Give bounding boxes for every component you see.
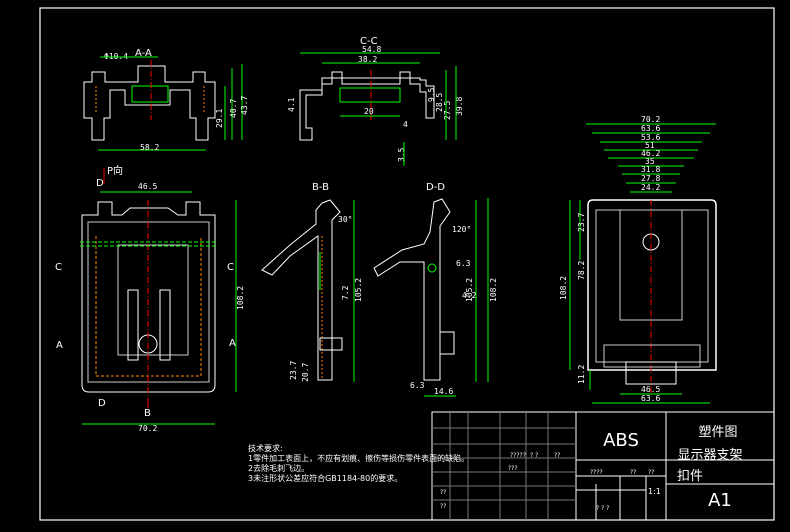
dim-c-c-h3: 28.5 xyxy=(435,93,444,112)
tb-q-2: ?? xyxy=(630,469,636,476)
dim-c-c-h1: 4.1 xyxy=(287,97,296,112)
view-d-d-title: D-D xyxy=(426,182,445,193)
dim-d-d-h2: 108.2 xyxy=(489,278,498,302)
dim-a-a-h2: 40.7 xyxy=(229,99,238,118)
tb-qs: ? ? xyxy=(530,452,538,459)
tb-q5: ????? xyxy=(510,452,526,459)
dim-right-w6: 31.8 xyxy=(641,165,660,174)
dim-c-c-h5: 39.8 xyxy=(455,97,464,116)
dim-c-c-s2: 3.5 xyxy=(397,147,406,162)
dim-right-w3: 51 xyxy=(645,141,655,150)
dim-right-w0: 70.2 xyxy=(641,115,660,124)
dim-right-w1: 63.6 xyxy=(641,124,660,133)
sheet-border xyxy=(39,7,775,521)
dim-front-w-top: 46.5 xyxy=(138,182,157,191)
view-d-d: D-D 120° 105.2 108.2 6.3 4.2 6.3 14.6 xyxy=(373,182,498,397)
title-drawing-type: 塑件图 xyxy=(698,425,737,440)
dim-right-w2: 53.6 xyxy=(641,133,660,142)
dim-b-b-h4: 20.7 xyxy=(301,363,310,382)
view-p-direction: P向 xyxy=(107,164,123,177)
dim-c-c-w3: 20 xyxy=(364,107,374,116)
dim-c-c-w2: 38.2 xyxy=(358,55,377,64)
dim-a-a-w: 58.2 xyxy=(140,143,159,152)
dim-d-d-s2: 4.2 xyxy=(462,291,477,300)
tb-q-spaced3: ? ? ? xyxy=(596,505,609,512)
dim-b-b-h1: 105.2 xyxy=(354,278,363,302)
notes-item-2: 2去除毛刺飞边。 xyxy=(248,464,310,473)
tb-q-5: ?? xyxy=(440,503,446,510)
dim-d-d-s3: 6.3 xyxy=(410,381,425,390)
dim-front-w-bot: 70.2 xyxy=(138,424,157,433)
mark-c-left: C xyxy=(55,262,62,273)
dim-a-a-h3: 43.7 xyxy=(240,96,249,115)
title-part-name-1: 显示器支架 xyxy=(677,448,742,463)
tb-q4: ???? xyxy=(590,469,603,476)
dim-b-b-ang: 30° xyxy=(338,215,352,224)
mark-a-right: A xyxy=(229,338,236,349)
mark-b-bottom: B xyxy=(144,408,151,419)
view-front: P向 D 46.5 C C A A D B 70.2 108.2 xyxy=(55,164,245,433)
dim-right-w4: 46.2 xyxy=(641,149,660,158)
view-c-c-title: C-C xyxy=(360,36,378,47)
view-right: 70.2 63.6 53.6 51 46.2 35 31.8 27.8 24.2… xyxy=(559,115,717,404)
dim-d-d-ang: 120° xyxy=(452,225,471,234)
notes-item-1: 1零件加工表面上，不应有划痕、擦伤等损伤零件表面的缺陷。 xyxy=(248,454,470,463)
tb-q-4: ?? xyxy=(440,489,446,496)
dim-front-h: 108.2 xyxy=(236,286,245,310)
title-sheet-size: A1 xyxy=(708,490,732,511)
title-scale: 1:1 xyxy=(648,487,661,496)
tb-q3: ??? xyxy=(508,465,518,472)
title-block: ABS 塑件图 显示器支架 扣件 A1 1:1 ????? ? ? ?? ???… xyxy=(431,411,775,521)
technical-notes: 技术要求: 1零件加工表面上，不应有划痕、擦伤等损伤零件表面的缺陷。 2去除毛刺… xyxy=(248,444,469,484)
mark-d-bottom: D xyxy=(98,398,106,409)
tb-q-3: ?? xyxy=(648,469,654,476)
dim-right-h2: 78.2 xyxy=(577,261,586,280)
dim-d-d-s4: 14.6 xyxy=(434,387,453,396)
mark-c-right: C xyxy=(227,262,234,273)
dim-b-b-h2: 7.2 xyxy=(341,285,350,300)
dim-c-c-w1: 54.8 xyxy=(362,45,381,54)
dim-right-h3: 108.2 xyxy=(559,276,568,300)
dim-c-c-h4: 27.5 xyxy=(443,101,452,120)
view-b-b: B-B 30° 105.2 7.2 23.7 20.7 xyxy=(261,182,363,382)
dim-d-d-s1: 6.3 xyxy=(456,259,471,268)
dim-b-b-h3: 23.7 xyxy=(289,361,298,380)
mark-d-top: D xyxy=(96,178,104,189)
dim-right-b2: 63.6 xyxy=(641,394,660,403)
dim-c-c-h2: 9.5 xyxy=(427,87,436,102)
dim-c-c-s1: 4 xyxy=(403,120,408,129)
title-part-name-2: 扣件 xyxy=(677,469,703,484)
dim-a-a-h1: 29.1 xyxy=(215,109,224,128)
dim-right-h4: 11.2 xyxy=(577,365,586,384)
dim-right-w8: 24.2 xyxy=(641,183,660,192)
mark-a-left: A xyxy=(56,340,63,351)
dim-d-d-h1: 105.2 xyxy=(465,278,474,302)
dim-right-w7: 27.8 xyxy=(641,174,660,183)
dim-right-w5: 35 xyxy=(645,157,655,166)
view-b-b-title: B-B xyxy=(312,182,329,193)
tb-q: ?? xyxy=(554,452,560,459)
view-a-a-title: A-A xyxy=(135,48,152,59)
view-c-c: C-C 54.8 38.2 20 4.1 9.5 28.5 27.5 39.8 … xyxy=(287,36,464,166)
notes-item-3: 3未注形状公差应符合GB1184-80的要求。 xyxy=(248,474,403,483)
notes-title: 技术要求: xyxy=(248,444,283,453)
dim-right-b1: 46.5 xyxy=(641,385,660,394)
title-material: ABS xyxy=(603,430,639,451)
dim-right-h1: 23.7 xyxy=(577,213,586,232)
view-a-a: A-A Φ10.4 58.2 29.1 40.7 43.7 xyxy=(83,48,249,152)
